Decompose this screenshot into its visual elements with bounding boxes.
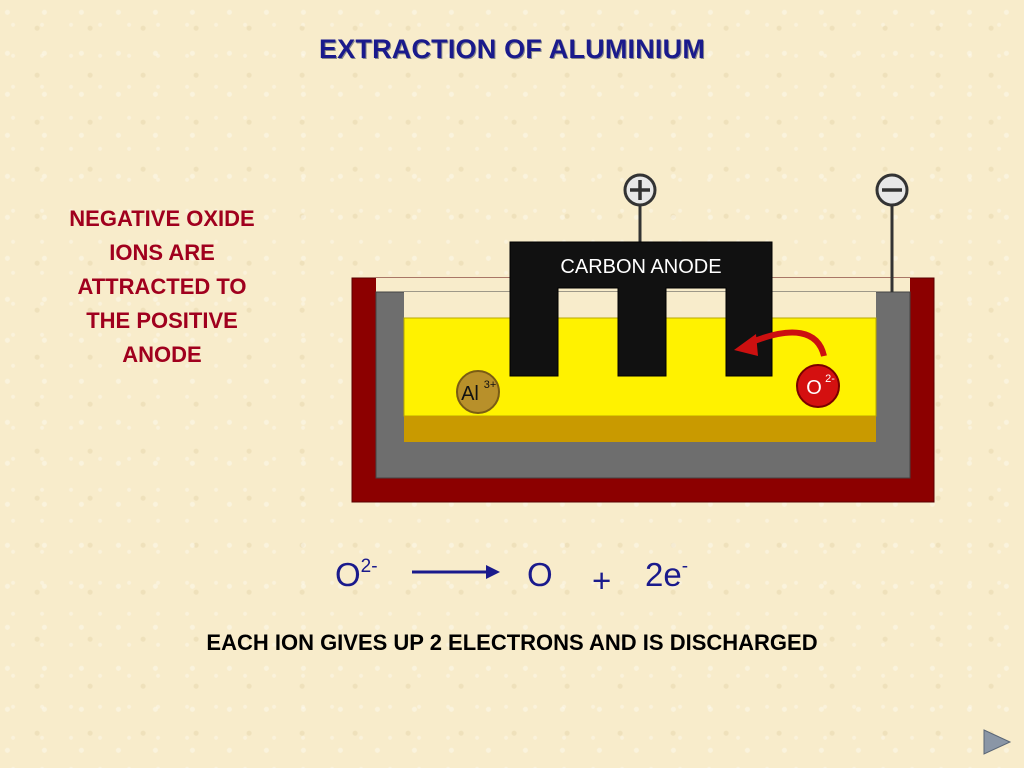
explanation-line: THE POSITIVE xyxy=(86,308,238,333)
explanation-text: NEGATIVE OXIDE IONS ARE ATTRACTED TO THE… xyxy=(30,202,294,372)
equation-reactant: O2- xyxy=(335,556,378,594)
electron-charge: - xyxy=(681,556,689,577)
play-arrow-icon xyxy=(983,729,1012,755)
arrow-head-icon xyxy=(734,334,758,356)
reactant-charge: 2- xyxy=(360,556,378,577)
aluminium-ion-charge: 3+ xyxy=(484,379,497,391)
reactant-symbol: O xyxy=(335,556,361,593)
slide-title: EXTRACTION OF ALUMINIUM xyxy=(318,34,706,64)
aluminium-ion-symbol: Al xyxy=(461,383,479,405)
equation-product-electrons: 2e- xyxy=(645,556,688,594)
equation-plus: + xyxy=(592,562,612,599)
anode-label: CARBON ANODE xyxy=(560,256,721,278)
explanation-line: ANODE xyxy=(122,342,202,367)
equation-product-oxygen: O xyxy=(527,556,553,593)
oxide-ion-symbol: O xyxy=(806,377,822,399)
aluminium-ion xyxy=(456,370,500,414)
attraction-arrow xyxy=(750,329,827,357)
carbon-anode xyxy=(509,241,773,377)
oxide-ion xyxy=(796,364,840,408)
electrolysis-cell-diagram: CARBON ANODE Al 3+ O 2- xyxy=(351,173,935,503)
molten-aluminium-layer xyxy=(404,416,876,442)
discharge-caption: EACH ION GIVES UP 2 ELECTRONS AND IS DIS… xyxy=(206,630,818,655)
explanation-line: ATTRACTED TO xyxy=(77,274,247,299)
next-slide-button[interactable] xyxy=(982,728,1012,756)
electrons-symbol: 2e xyxy=(645,556,682,593)
oxide-ion-charge: 2- xyxy=(825,373,835,385)
explanation-line: NEGATIVE OXIDE xyxy=(69,206,255,231)
explanation-line: IONS ARE xyxy=(109,240,215,265)
reaction-arrow-icon xyxy=(412,565,500,579)
